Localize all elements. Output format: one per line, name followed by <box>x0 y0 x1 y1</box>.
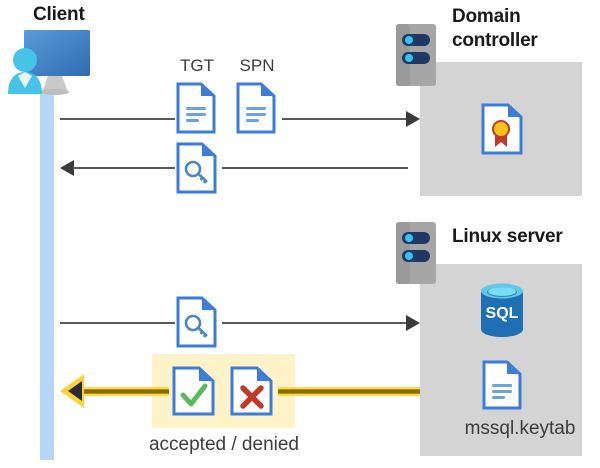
flow3-line-left <box>60 322 175 324</box>
client-title: Client <box>33 4 85 25</box>
flow1-line-right <box>282 118 408 120</box>
keytab-label: mssql.keytab <box>464 418 576 439</box>
linux-server-title: Linux server <box>452 226 563 247</box>
flow2-arrowhead <box>60 160 74 176</box>
certificate-seal-icon <box>481 103 523 155</box>
tgt-document-icon <box>176 82 216 134</box>
client-icon <box>4 28 100 96</box>
domain-controller-title-line1: Domain <box>452 6 521 27</box>
spn-document-icon <box>236 82 276 134</box>
flow3-arrowhead <box>406 315 420 331</box>
flow4-line-right <box>278 387 420 396</box>
ticket-document-icon-linux <box>176 296 218 348</box>
flow1-arrowhead <box>406 111 420 127</box>
domain-controller-title-line2: controller <box>452 30 538 51</box>
server-rack-icon-linux <box>396 222 436 284</box>
flow1-line-left <box>60 118 175 120</box>
sql-database-icon: SQL <box>478 282 526 338</box>
denied-document-icon <box>230 366 274 416</box>
flow4-arrowhead-inner <box>68 381 82 401</box>
client-lifeline <box>40 90 54 460</box>
flow4-line-left <box>83 387 169 396</box>
accepted-document-icon <box>172 366 216 416</box>
ticket-document-icon-dc <box>176 142 218 194</box>
flow2-line-right <box>222 167 408 169</box>
spn-label: SPN <box>239 56 275 75</box>
result-label: accepted / denied <box>148 434 299 455</box>
flow2-line-left <box>73 167 175 169</box>
flow3-line-right <box>222 322 408 324</box>
svg-text:SQL: SQL <box>486 305 519 322</box>
keytab-document-icon <box>482 360 522 410</box>
tgt-label: TGT <box>180 56 214 75</box>
server-rack-icon-dc <box>396 24 436 86</box>
